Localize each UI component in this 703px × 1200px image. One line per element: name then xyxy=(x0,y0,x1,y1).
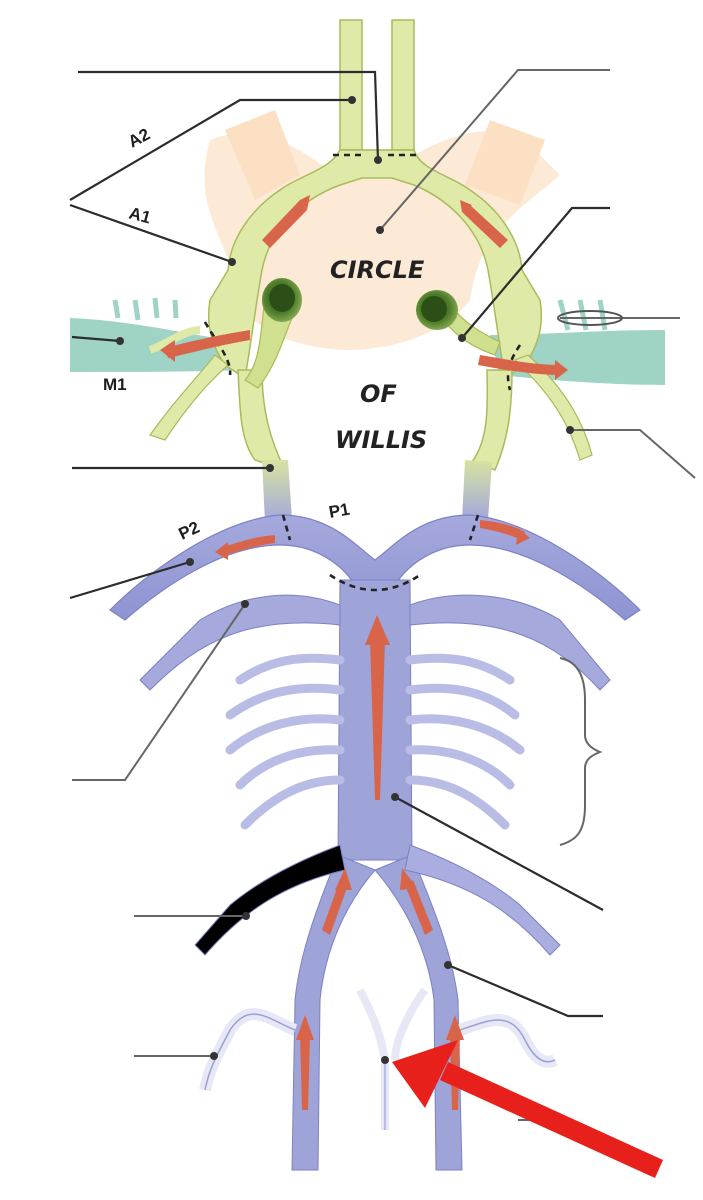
red-pointer-arrow xyxy=(392,1040,663,1178)
label-m1: M1 xyxy=(103,375,127,394)
posterior-circulation xyxy=(109,460,641,1171)
leader-lines xyxy=(69,69,696,1121)
internal-carotid-artery-left xyxy=(244,278,302,389)
label-a2: A2 xyxy=(125,125,153,152)
title-circle: CIRCLE xyxy=(330,256,425,284)
label-a1: A1 xyxy=(127,204,153,228)
label-p1: P1 xyxy=(327,500,351,522)
flow-arrows xyxy=(160,195,568,1110)
internal-carotid-artery-right xyxy=(416,290,501,356)
anterior-circulation xyxy=(148,19,593,472)
pontine-arteries xyxy=(225,653,525,830)
leader-dots xyxy=(116,96,574,1064)
mca-branch-marker xyxy=(557,310,623,326)
title-willis: WILLIS xyxy=(335,426,427,454)
label-p2: P2 xyxy=(176,518,203,544)
title-of: OF xyxy=(360,380,397,408)
